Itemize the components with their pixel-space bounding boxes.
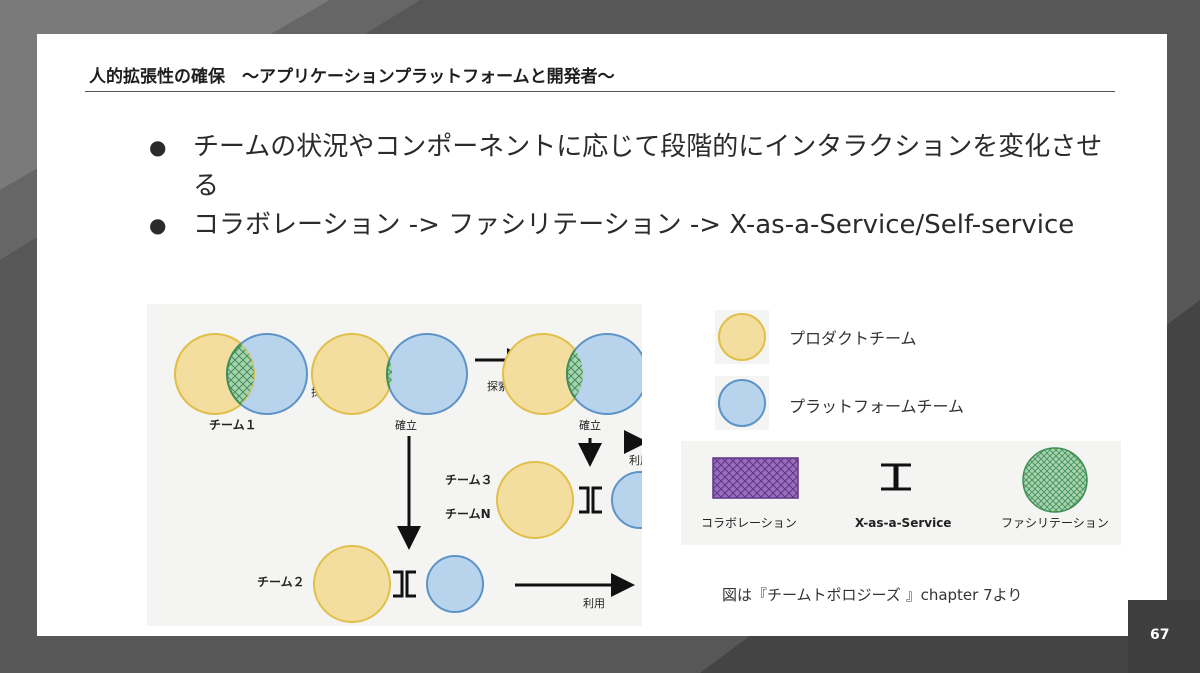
- legend-platform-label: プラットフォームチーム: [789, 397, 965, 416]
- teamN-label: チームN: [445, 507, 491, 521]
- facilitation-label: ファシリテーション: [1001, 516, 1109, 530]
- bullet-item: ● コラボレーション -> ファシリテーション -> X-as-a-Servic…: [149, 206, 1109, 245]
- bullet-dot: ●: [149, 135, 167, 159]
- team3-label: チーム３: [445, 473, 493, 487]
- slide-card: 人的拡張性の確保 〜アプリケーションプラットフォームと開発者〜 ● チームの状況…: [37, 34, 1167, 636]
- bullet-text: チームの状況やコンポーネントに応じて段階的にインタラクションを変化させる: [193, 132, 1103, 201]
- legend-product-label: プロダクトチーム: [789, 329, 917, 348]
- established-facilitation-group: [311, 333, 468, 415]
- xaas-label: X-as-a-Service: [855, 516, 951, 530]
- team3-platform-circle: [611, 471, 642, 529]
- legend-platform-swatch: [715, 376, 769, 430]
- xaas-symbol-2: [393, 570, 416, 598]
- use-label-2: 利用: [583, 597, 605, 610]
- facilitation-overlap: [227, 334, 255, 414]
- use-label-1: 利用: [629, 454, 642, 467]
- team2-product-circle: [313, 545, 391, 623]
- team1-label: チーム１: [209, 418, 257, 432]
- team3-product-circle: [496, 461, 574, 539]
- established-label-1: 確立: [395, 418, 417, 432]
- interaction-legend: コラボレーション X-as-a-Service ファシリテーション: [681, 441, 1121, 545]
- collaboration-swatch: [712, 457, 799, 499]
- title-divider: [85, 91, 1115, 92]
- team1-collaboration-group: [174, 333, 308, 415]
- bullet-item: ● チームの状況やコンポーネントに応じて段階的にインタラクションを変化させる: [149, 128, 1109, 206]
- team2-label: チーム２: [257, 575, 305, 589]
- legend-product-swatch: [715, 310, 769, 364]
- established-label-2: 確立: [579, 418, 601, 432]
- bullet-text: コラボレーション -> ファシリテーション -> X-as-a-Service/…: [193, 210, 1075, 240]
- team2-platform-circle: [426, 555, 484, 613]
- page-number: 67: [1150, 627, 1170, 643]
- collaboration-label: コラボレーション: [701, 516, 797, 530]
- slide-title: 人的拡張性の確保 〜アプリケーションプラットフォームと開発者〜: [89, 67, 615, 87]
- xaas-icon: [881, 463, 911, 491]
- page-number-tab: [1128, 600, 1200, 673]
- bullet-dot: ●: [149, 213, 167, 237]
- bullet-list: ● チームの状況やコンポーネントに応じて段階的にインタラクションを変化させる ●…: [149, 128, 1109, 245]
- established-facilitation-group-2: [502, 333, 642, 415]
- figure-caption: 図は『チームトポロジーズ 』chapter 7より: [722, 586, 1023, 604]
- facilitation-swatch: [1022, 447, 1088, 513]
- team-interaction-diagram: チーム１ 探索 確立 探索 確立: [147, 304, 642, 626]
- xaas-symbol: [579, 486, 602, 514]
